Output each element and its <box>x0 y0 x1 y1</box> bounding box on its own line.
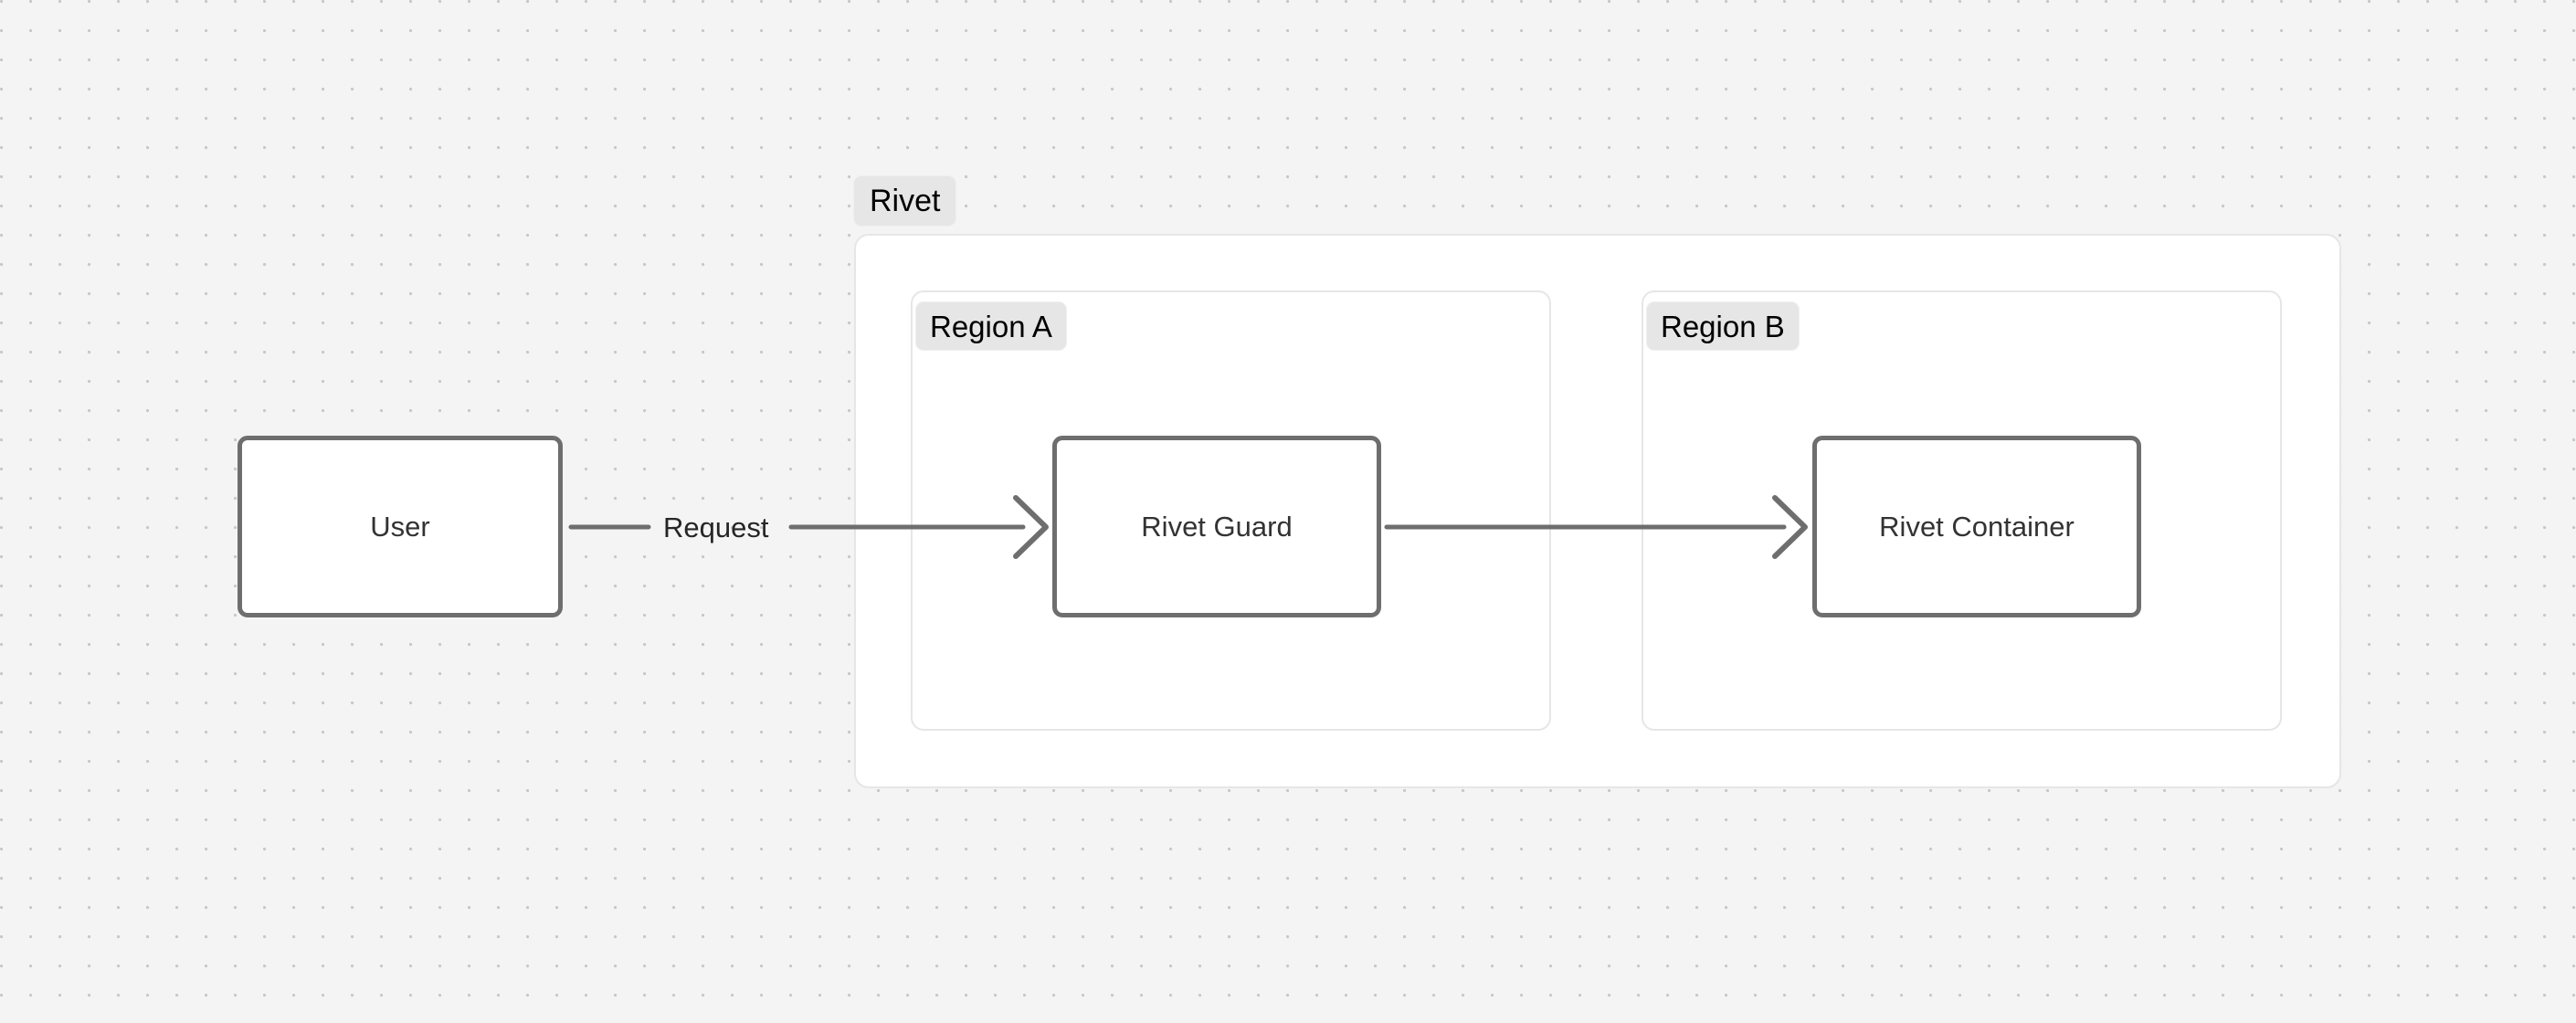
node-rivet-container[interactable]: Rivet Container <box>1812 436 2141 617</box>
group-label-region-b[interactable]: Region B <box>1646 301 1800 351</box>
node-rivet-guard-label: Rivet Guard <box>1141 510 1293 543</box>
node-rivet-guard[interactable]: Rivet Guard <box>1052 436 1381 617</box>
node-rivet-container-label: Rivet Container <box>1879 510 2075 543</box>
node-user[interactable]: User <box>238 436 563 617</box>
edge-label-request[interactable]: Request <box>663 512 768 544</box>
group-label-rivet-text: Rivet <box>870 184 941 218</box>
edge-label-request-text: Request <box>663 512 769 543</box>
node-user-label: User <box>370 510 430 543</box>
group-label-region-a[interactable]: Region A <box>915 301 1067 351</box>
group-label-region-a-text: Region A <box>930 309 1052 343</box>
group-label-rivet[interactable]: Rivet <box>853 175 957 227</box>
group-label-region-b-text: Region B <box>1661 309 1785 343</box>
